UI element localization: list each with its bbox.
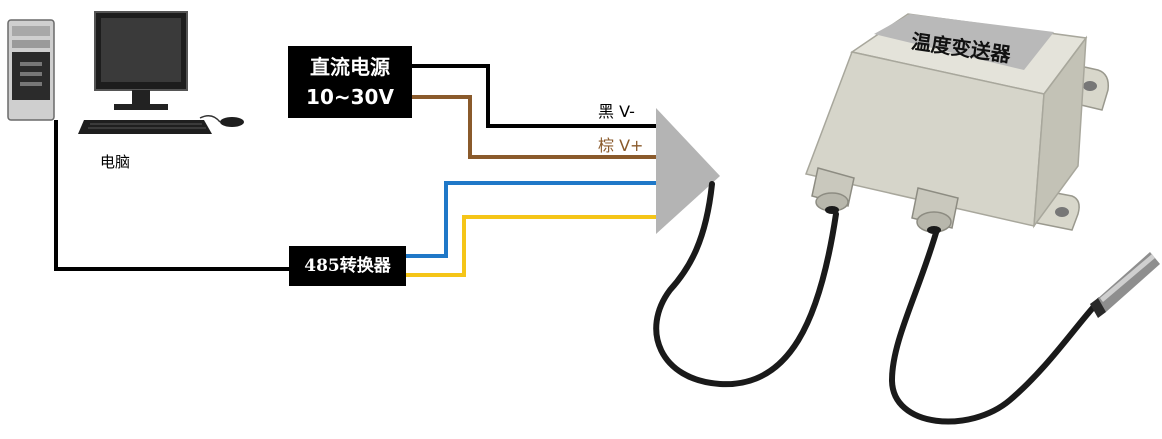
converter-box: 485转换器 [289, 246, 406, 286]
desktop-computer-icon [7, 11, 244, 134]
converter-label: 485转换器 [304, 256, 391, 276]
brown-wire-label: 棕 V+ [598, 136, 643, 155]
black-wire [412, 64, 658, 128]
black-wire-label: 黑 V- [598, 102, 635, 121]
cable-gland-left [811, 167, 855, 214]
blue-wire [405, 181, 658, 258]
power-supply-title: 直流电源 [310, 55, 390, 79]
brown-wire [412, 95, 658, 159]
computer-label: 电脑 [100, 153, 130, 171]
power-supply-voltage: 10~30V [306, 85, 394, 109]
power-supply-box: 直流电源 10~30V [288, 46, 412, 118]
pc-to-converter-cable [54, 120, 290, 271]
sensor-cables [653, 181, 1103, 425]
yellow-wire [405, 215, 658, 277]
cable-gland-right [911, 187, 959, 234]
wire-bundle-funnel [656, 108, 720, 234]
temperature-probe-icon [1090, 252, 1160, 318]
temperature-transmitter-enclosure-icon [804, 13, 1110, 231]
